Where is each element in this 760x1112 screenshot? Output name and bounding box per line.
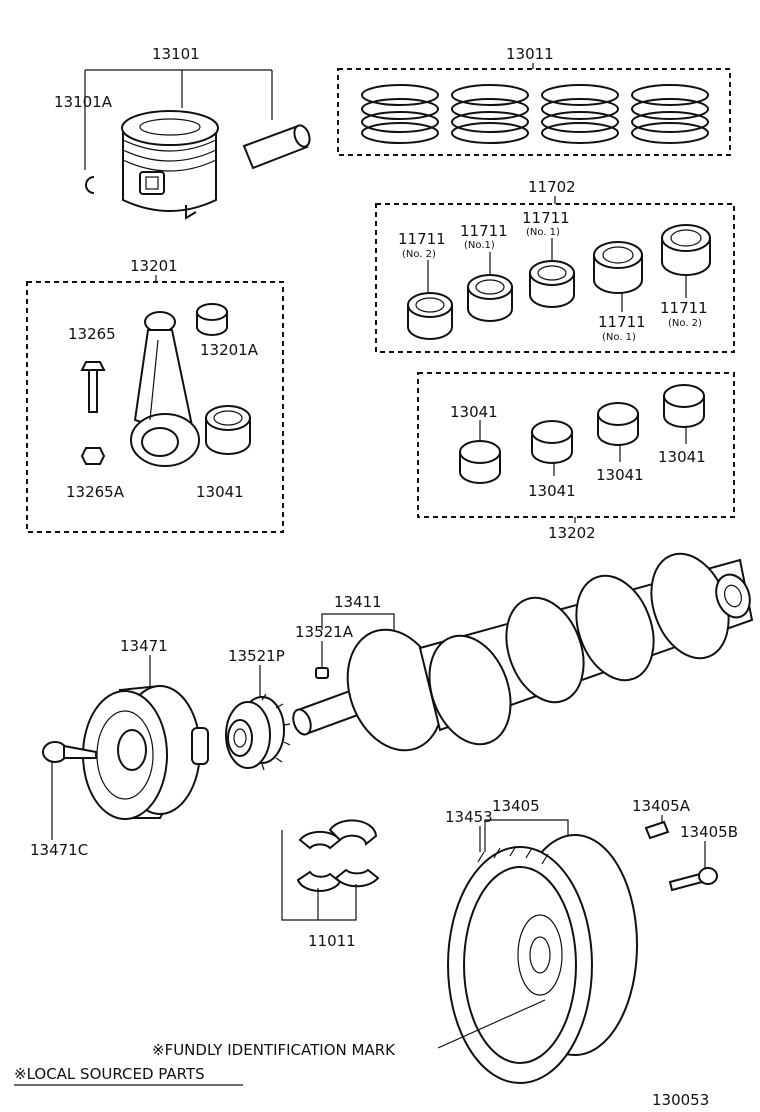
label-11711-b: 11711 [460,222,508,240]
main-bearing-1 [407,292,453,340]
piston-pin [242,124,311,170]
label-11702: 11702 [528,178,576,196]
rod-bushing [196,303,228,336]
piston-ring-set-2 [451,84,529,144]
label-11711-e-sub: (No. 2) [668,318,702,329]
label-13041-c: 13041 [596,466,644,484]
label-11711-a: 11711 [398,230,446,248]
crankshaft-pulley [82,684,209,820]
main-bearing-4 [593,241,643,294]
piston-ring-set-4 [631,84,709,144]
label-13041-rod: 13041 [196,483,244,501]
rod-nut [80,447,106,465]
label-13265: 13265 [68,325,116,343]
label-13101: 13101 [152,45,200,63]
piston-ring-set-1 [361,84,439,144]
label-11011: 11011 [308,932,356,950]
label-11711-c: 11711 [522,209,570,227]
crank-key [315,667,329,679]
label-11711-d-sub: (No. 1) [602,332,636,343]
main-bearing-2 [467,274,513,322]
snap-ring [85,176,95,194]
label-13471: 13471 [120,637,168,655]
label-13202: 13202 [548,524,596,542]
connecting-rod [130,311,200,467]
label-13521A: 13521A [295,623,354,641]
label-13011: 13011 [506,45,554,63]
leader-13405 [484,819,569,852]
label-13265A: 13265A [66,483,125,501]
label-13405: 13405 [492,797,540,815]
crankpin-bearing-4 [663,384,705,428]
label-13405B: 13405B [680,823,738,841]
leader-13411 [321,613,395,640]
label-11711-d: 11711 [598,313,646,331]
flywheel-bolt [668,867,718,892]
label-13041-b: 13041 [528,482,576,500]
label-13521P: 13521P [228,647,285,665]
label-13405A: 13405A [632,797,691,815]
label-13201A: 13201A [200,341,259,359]
thrust-washer-set [296,819,380,892]
piston [121,110,219,220]
crankshaft [292,552,754,752]
label-13101A: 13101A [54,93,113,111]
label-11711-e: 11711 [660,299,708,317]
figure-number: 130053 [652,1091,709,1109]
main-bearing-3 [529,260,575,308]
label-13041-d: 13041 [658,448,706,466]
rod-bolt [80,361,106,413]
crankpin-bearing-2 [531,420,573,464]
label-13471C: 13471C [30,841,88,859]
rod-bearing [205,405,251,455]
flywheel [447,834,638,1084]
label-13201: 13201 [130,257,178,275]
label-11711-c-sub: (No. 1) [526,227,560,238]
flywheel-dowel-pin [644,820,670,840]
crankpin-bearing-3 [597,402,639,446]
leader-11011 [281,830,357,921]
label-13453: 13453 [445,808,493,826]
label-13041-a: 13041 [450,403,498,421]
leader-fundly-mark [437,999,546,1049]
box-11702 [375,203,735,353]
crankpin-bearing-1 [459,440,501,484]
label-11711-b-sub: (No.1) [464,240,495,251]
note-local-sourced-parts: ※LOCAL SOURCED PARTS [14,1065,205,1083]
box-13202 [417,372,735,518]
note-fundly-identification-mark: ※FUNDLY IDENTIFICATION MARK [152,1041,396,1059]
piston-ring-set-3 [541,84,619,144]
pulley-bolt [42,741,97,763]
box-13201 [26,281,284,533]
label-11711-a-sub: (No. 2) [402,249,436,260]
box-13011 [337,68,731,156]
label-13411: 13411 [334,593,382,611]
main-bearing-5 [661,224,711,276]
crankshaft-timing-gear [225,693,291,771]
